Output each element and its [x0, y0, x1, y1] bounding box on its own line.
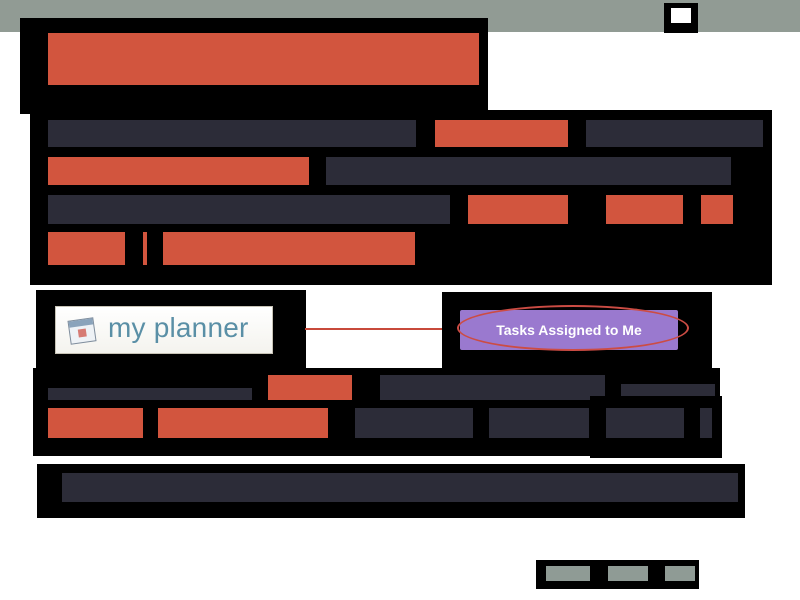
calendar-icon-header: [68, 318, 94, 328]
redacted-text: [355, 408, 473, 438]
redacted-text: [700, 408, 712, 438]
pager-button[interactable]: [546, 566, 590, 581]
redacted-text: [606, 408, 684, 438]
redacted-link[interactable]: [268, 375, 352, 400]
redacted-link[interactable]: [701, 195, 733, 224]
pager-button[interactable]: [608, 566, 648, 581]
redacted-link[interactable]: [48, 408, 143, 438]
redacted-text: [326, 157, 731, 185]
redacted-text: [48, 120, 416, 147]
my-planner-button[interactable]: my planner: [55, 306, 273, 354]
redacted-link[interactable]: [606, 195, 683, 224]
redacted-link[interactable]: [143, 232, 147, 265]
redacted-link[interactable]: [158, 408, 328, 438]
redacted-text: [380, 375, 605, 400]
redacted-link[interactable]: [435, 120, 568, 147]
pager-button[interactable]: [665, 566, 695, 581]
redacted-text: [48, 195, 450, 224]
redacted-text: [48, 388, 252, 400]
redacted-text: [489, 408, 589, 438]
redacted-page-title: [48, 33, 479, 85]
calendar-icon-marker: [77, 328, 87, 338]
window-icon: [671, 8, 691, 23]
redacted-text: [62, 473, 738, 502]
redacted-link[interactable]: [468, 195, 568, 224]
tasks-assigned-button[interactable]: Tasks Assigned to Me: [460, 310, 678, 350]
redacted-link[interactable]: [48, 157, 309, 185]
redacted-link[interactable]: [48, 232, 125, 265]
top-bar-button[interactable]: [664, 3, 698, 33]
calendar-icon: [67, 317, 97, 345]
redacted-text: [586, 120, 763, 147]
connector-line: [305, 328, 455, 330]
redacted-link[interactable]: [163, 232, 415, 265]
tasks-assigned-label: Tasks Assigned to Me: [496, 322, 642, 338]
my-planner-label: my planner: [108, 312, 249, 343]
